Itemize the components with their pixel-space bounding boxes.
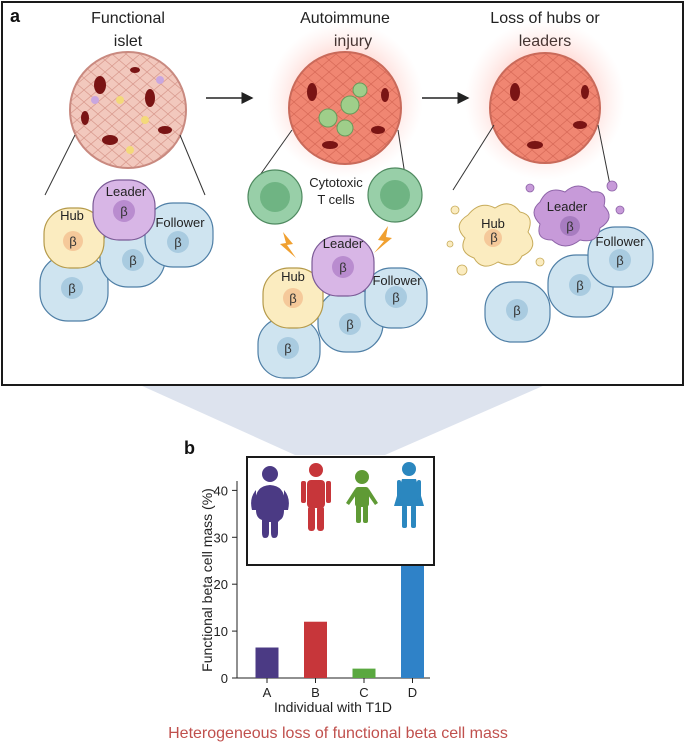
svg-text:β: β bbox=[174, 235, 181, 250]
person-b-icon bbox=[301, 463, 331, 531]
bar-chart: 0 10 20 30 40 A B C D Functional beta cell mass… bbox=[199, 481, 430, 715]
fragmented-leader bbox=[533, 185, 610, 247]
svg-text:β: β bbox=[289, 291, 296, 306]
y-tick-label: 40 bbox=[214, 483, 228, 498]
x-axis-label: Individual with T1D bbox=[274, 699, 392, 715]
y-tick-label: 0 bbox=[221, 671, 228, 686]
svg-text:β: β bbox=[490, 230, 497, 245]
svg-text:β: β bbox=[392, 290, 399, 305]
x-tick-label: A bbox=[263, 685, 272, 700]
stage-title-functional-line2: islet bbox=[114, 33, 143, 50]
x-tick-label: C bbox=[359, 685, 368, 700]
zoom-line-right-1 bbox=[179, 134, 206, 196]
lightning-icon bbox=[374, 226, 392, 253]
stage-title-autoimmune-line1: Autoimmune bbox=[300, 10, 390, 27]
cytotoxic-label-line1: Cytotoxic bbox=[309, 175, 363, 190]
bar-a bbox=[255, 647, 279, 678]
stage-title-functional-line1: Functional bbox=[91, 10, 165, 27]
svg-text:β: β bbox=[68, 281, 75, 296]
stage3-hub-label: Hub bbox=[481, 216, 505, 231]
bar-c bbox=[352, 668, 376, 678]
damaged-islet bbox=[465, 20, 625, 180]
zoom-connector bbox=[140, 385, 545, 455]
stage3-leader-label: Leader bbox=[547, 199, 588, 214]
zoom-line-left-2 bbox=[259, 129, 293, 176]
figure-caption: Heterogeneous loss of functional beta ce… bbox=[168, 725, 508, 742]
zoom-line-left-3 bbox=[452, 124, 495, 191]
svg-text:β: β bbox=[69, 234, 76, 249]
y-tick-label: 30 bbox=[214, 530, 228, 545]
panel-b-label: b bbox=[184, 438, 195, 458]
svg-text:β: β bbox=[576, 278, 583, 293]
svg-text:β: β bbox=[566, 219, 573, 234]
y-tick-label: 10 bbox=[214, 624, 228, 639]
stage1-follower-label: Follower bbox=[155, 215, 205, 230]
y-tick-label: 20 bbox=[214, 577, 228, 592]
stage1-leader-label: Leader bbox=[106, 184, 147, 199]
panel-a-label: a bbox=[10, 6, 21, 26]
x-tick-label: B bbox=[311, 685, 320, 700]
bar-b bbox=[304, 621, 327, 678]
person-c-icon bbox=[346, 470, 378, 523]
y-axis-label: Functional beta cell mass (%) bbox=[199, 488, 215, 672]
svg-text:β: β bbox=[616, 253, 623, 268]
zoom-line-right-3 bbox=[597, 124, 611, 186]
injured-islet bbox=[267, 22, 423, 178]
bar-d bbox=[401, 563, 424, 678]
svg-text:β: β bbox=[129, 253, 136, 268]
stage3-follower-label: Follower bbox=[595, 234, 645, 249]
stage2-hub-label: Hub bbox=[281, 269, 305, 284]
svg-text:β: β bbox=[120, 204, 127, 219]
stage2-follower-label: Follower bbox=[372, 273, 422, 288]
person-d-icon bbox=[394, 462, 424, 528]
stage1-hub-label: Hub bbox=[60, 208, 84, 223]
lightning-icon bbox=[280, 232, 296, 258]
stage1-cells: β β β Follower β Hub β Leader bbox=[39, 179, 214, 322]
stage3-cells: β β β Follower Hub β Leader β bbox=[446, 180, 654, 343]
cytotoxic-label-line2: T cells bbox=[317, 192, 355, 207]
person-a-icon bbox=[251, 466, 289, 538]
svg-text:β: β bbox=[284, 341, 291, 356]
zoom-line-right-2 bbox=[397, 129, 406, 176]
stage2-cells: Cytotoxic T cells β β β Follower β Hub β… bbox=[247, 167, 428, 379]
functional-islet bbox=[69, 51, 187, 169]
zoom-line-left-1 bbox=[44, 134, 76, 196]
svg-text:β: β bbox=[346, 317, 353, 332]
stage-title-loss-line1: Loss of hubs or bbox=[490, 10, 600, 27]
stage2-leader-label: Leader bbox=[323, 236, 364, 251]
svg-text:β: β bbox=[513, 303, 520, 318]
x-tick-label: D bbox=[408, 685, 417, 700]
svg-text:β: β bbox=[339, 260, 346, 275]
